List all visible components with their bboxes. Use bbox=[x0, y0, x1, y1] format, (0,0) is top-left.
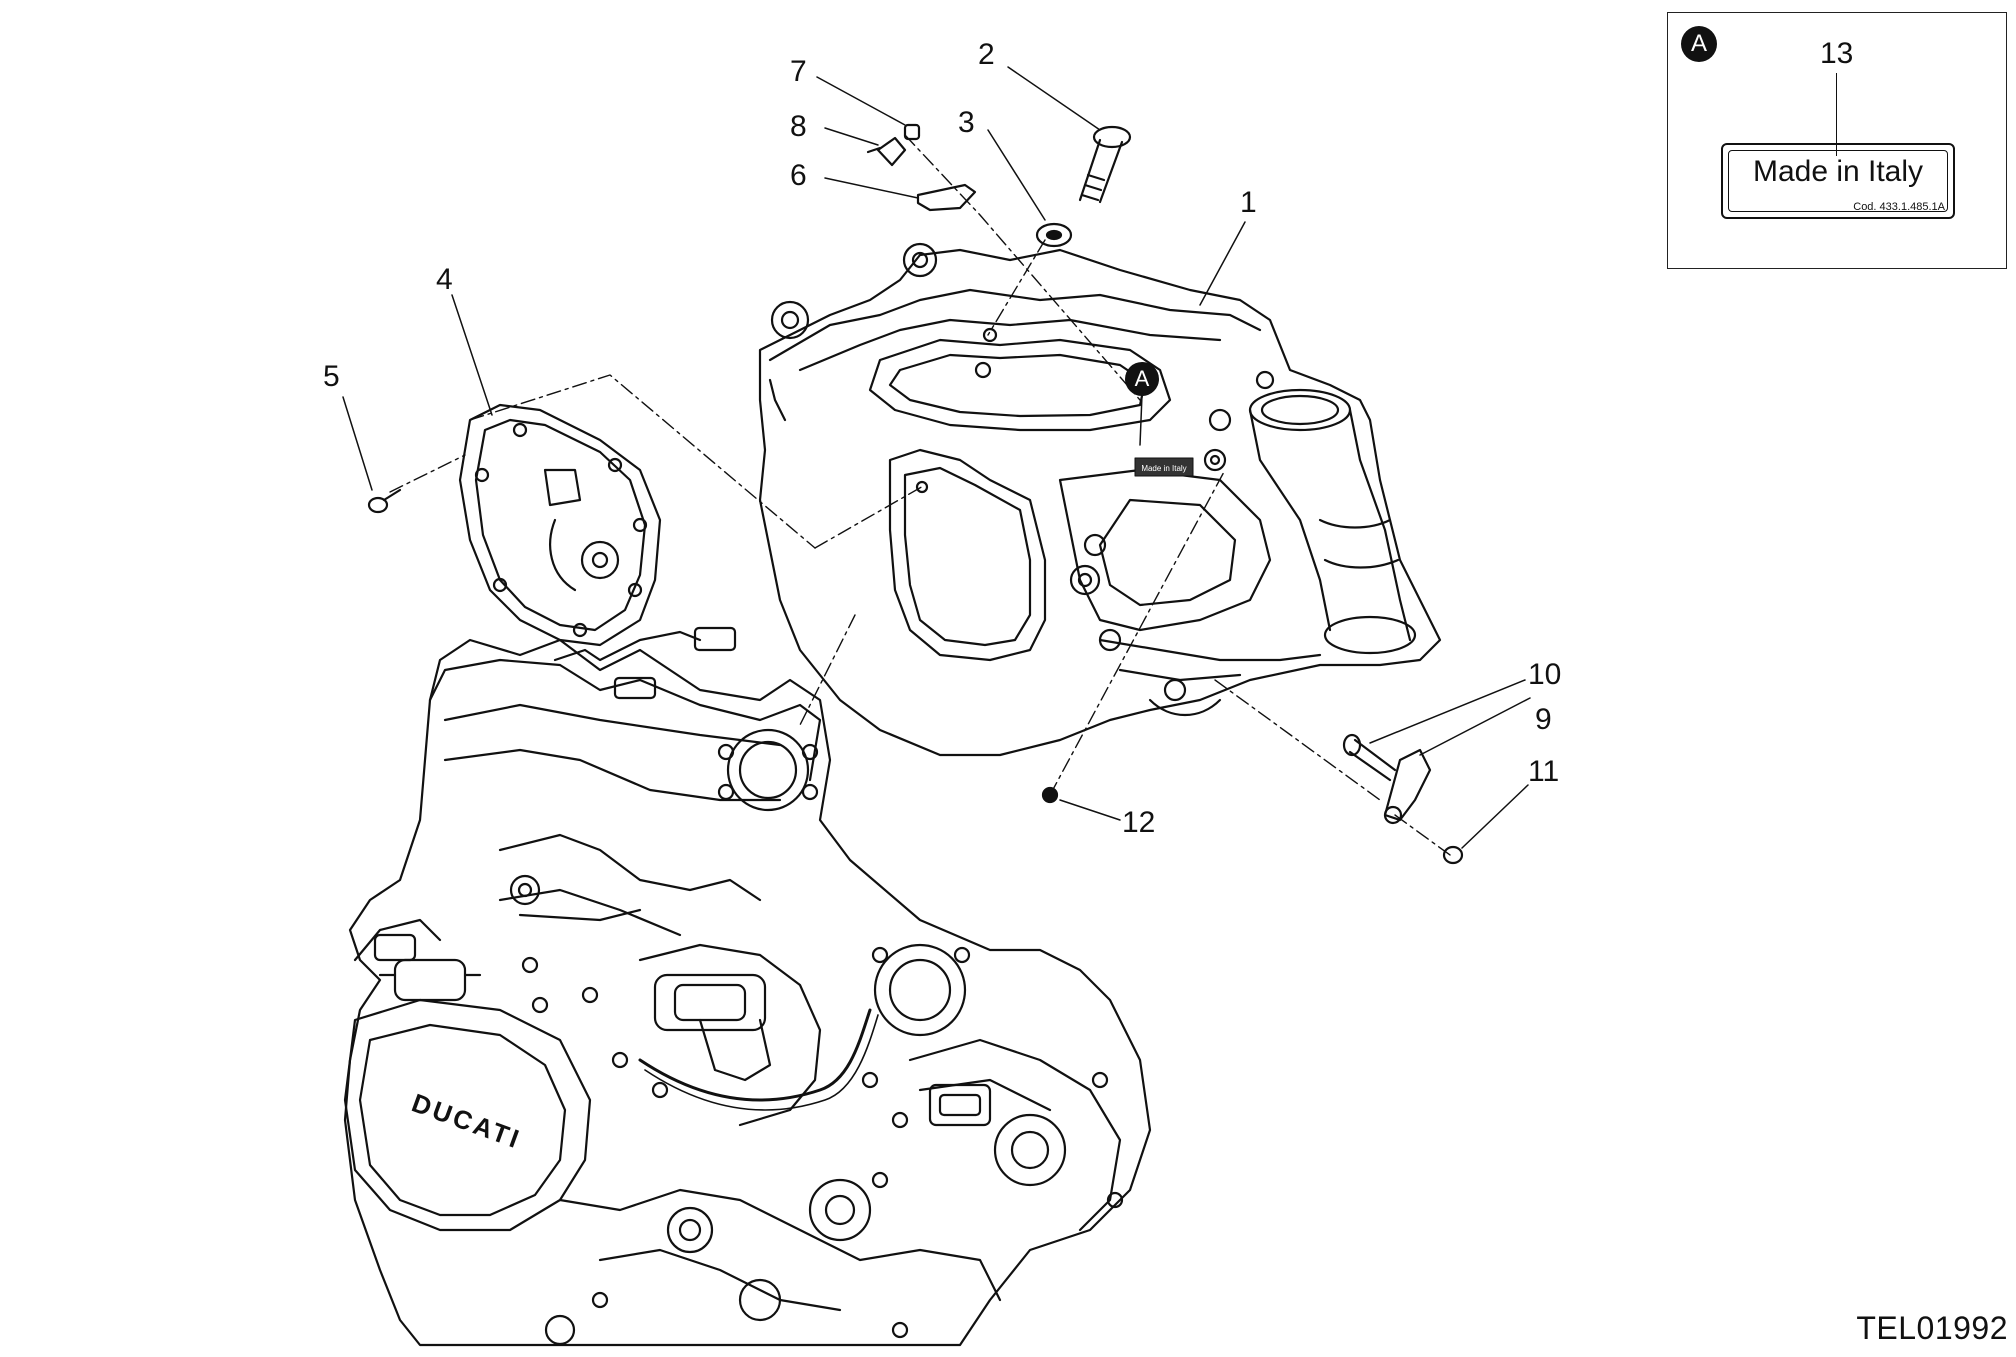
marker-leader bbox=[1139, 394, 1143, 446]
leader-lines bbox=[342, 66, 1531, 849]
cover-illustration bbox=[458, 403, 662, 647]
callout-8: 8 bbox=[790, 110, 807, 143]
frame-detail-marker: A bbox=[1125, 362, 1159, 396]
callout-6: 6 bbox=[790, 159, 807, 192]
engine-illustration: DUCATI bbox=[343, 626, 1152, 1347]
callout-13: 13 bbox=[1820, 37, 1854, 70]
callout-1: 1 bbox=[1240, 186, 1257, 219]
callout-2: 2 bbox=[978, 38, 995, 71]
ducati-logo: DUCATI bbox=[408, 1087, 526, 1154]
assembly-lines bbox=[389, 134, 1451, 856]
detail-leader-line bbox=[1836, 73, 1837, 156]
callout-7: 7 bbox=[790, 55, 807, 88]
fasteners-illustration bbox=[367, 123, 1464, 865]
callout-11: 11 bbox=[1528, 755, 1560, 788]
callout-5: 5 bbox=[323, 360, 340, 393]
frame-tag-text: Made in Italy bbox=[1141, 464, 1186, 473]
callout-3: 3 bbox=[958, 106, 975, 139]
label-text: Made in Italy bbox=[1752, 155, 1924, 188]
drawing-reference-code: TEL01992 bbox=[1856, 1310, 2008, 1346]
detail-inset-box: A 13 Made in Italy Cod. 433.1.485.1A bbox=[1667, 12, 2007, 269]
callout-10: 10 bbox=[1528, 658, 1562, 691]
callout-4: 4 bbox=[436, 263, 453, 296]
label-code: Cod. 433.1.485.1A bbox=[1853, 201, 1945, 213]
label-inner-border bbox=[1728, 150, 1948, 212]
detail-marker: A bbox=[1681, 26, 1717, 62]
frame-illustration: Made in Italy bbox=[758, 242, 1442, 757]
callout-9: 9 bbox=[1535, 703, 1552, 736]
made-in-italy-label: Made in Italy Cod. 433.1.485.1A bbox=[1721, 143, 1955, 219]
callout-12: 12 bbox=[1122, 806, 1156, 839]
